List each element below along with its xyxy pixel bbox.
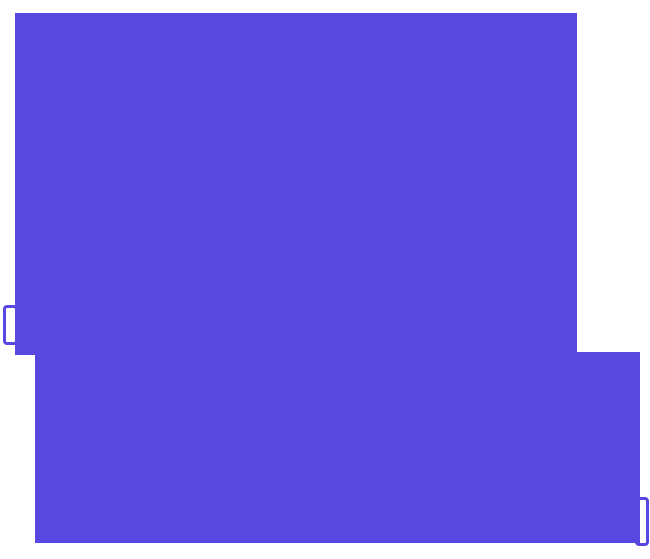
bottom-panel <box>35 352 640 543</box>
top-panel <box>15 13 577 355</box>
